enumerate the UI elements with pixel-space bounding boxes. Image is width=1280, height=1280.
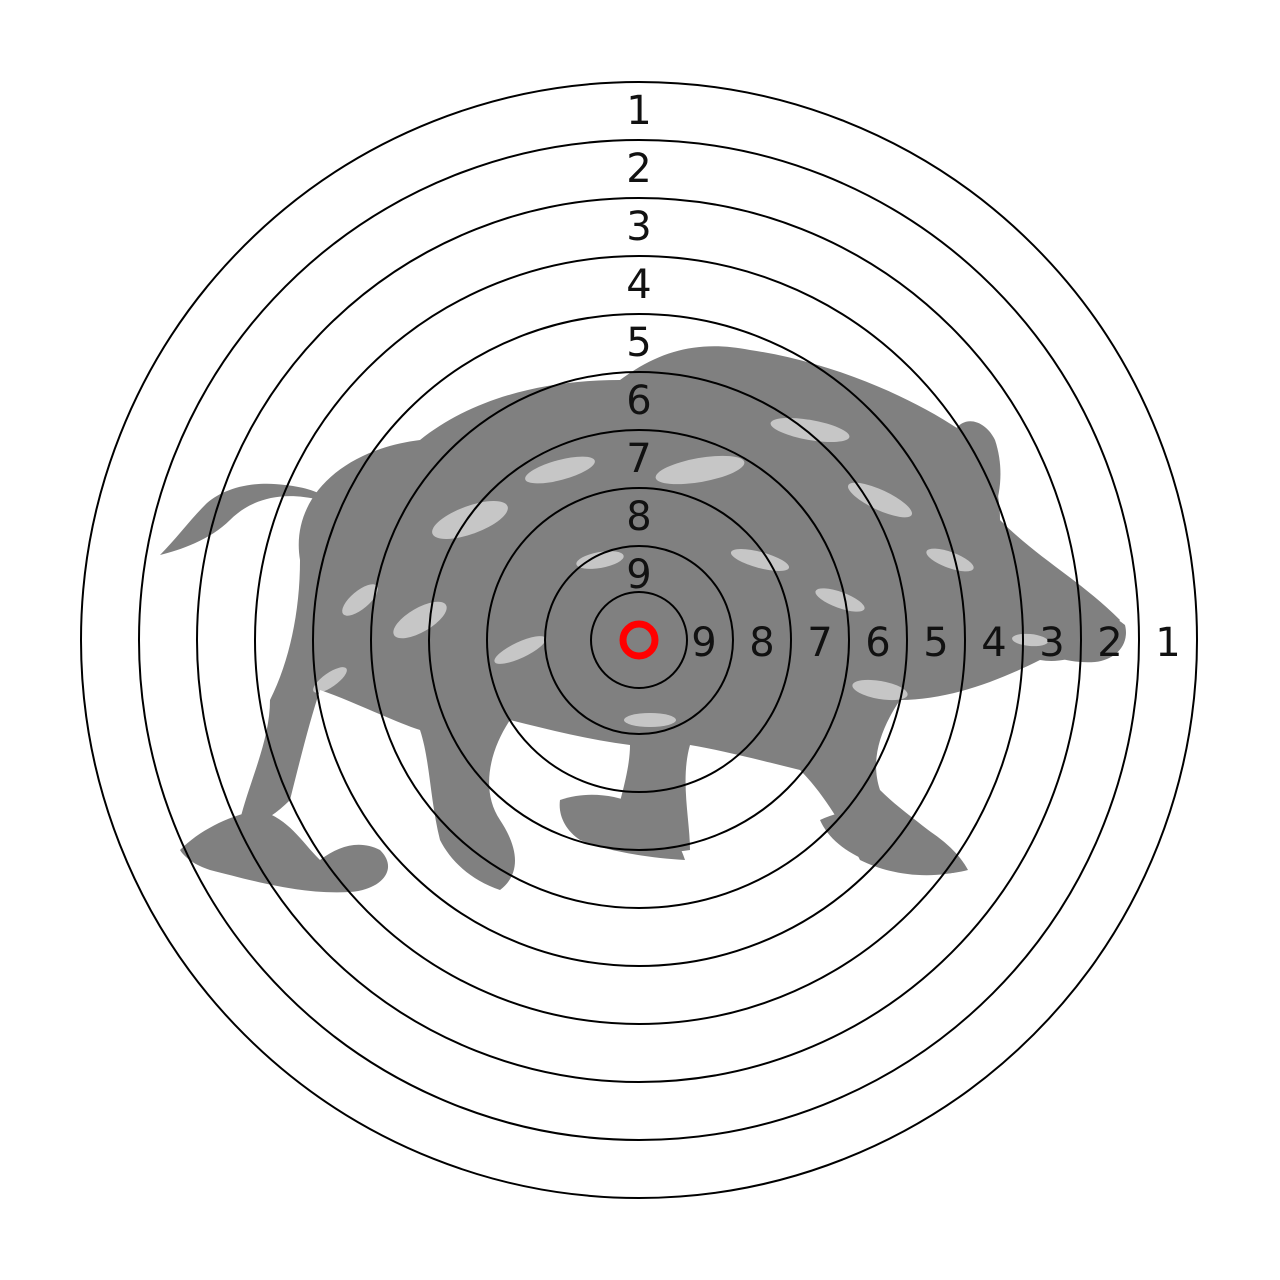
- score-label-top-1: 1: [626, 88, 651, 134]
- boar-body: [240, 346, 1120, 890]
- score-label-right-1: 1: [1155, 620, 1180, 666]
- score-label-right-5: 5: [923, 620, 948, 666]
- score-label-right-2: 2: [1097, 620, 1122, 666]
- boar-fur-texture: [313, 417, 1048, 727]
- boar-grass: [180, 810, 389, 893]
- boar-snout: [1020, 596, 1126, 663]
- score-label-right-7: 7: [807, 620, 832, 666]
- ring-7: [428, 429, 850, 851]
- ring-2: [138, 139, 1140, 1141]
- score-label-top-2: 2: [626, 146, 651, 192]
- ring-5: [312, 313, 966, 967]
- score-label-right-4: 4: [981, 620, 1006, 666]
- score-label-top-4: 4: [626, 262, 651, 308]
- score-label-top-6: 6: [626, 378, 651, 424]
- ring-8: [486, 487, 792, 793]
- score-labels-top: 1 2 3 4 5 6 7 8 9: [626, 88, 651, 598]
- bullseye-ring-icon: [619, 620, 659, 660]
- target-rings: [80, 81, 1198, 1199]
- boar-ear: [955, 421, 1001, 520]
- score-label-right-9: 9: [691, 620, 716, 666]
- score-label-top-7: 7: [626, 436, 651, 482]
- ring-4: [254, 255, 1024, 1025]
- score-label-top-8: 8: [626, 494, 651, 540]
- ring-3: [196, 197, 1082, 1083]
- score-label-top-5: 5: [626, 320, 651, 366]
- ring-1: [80, 81, 1198, 1199]
- score-label-top-9: 9: [626, 552, 651, 598]
- wild-boar-icon: [160, 346, 1126, 893]
- boar-tail: [160, 483, 330, 555]
- score-label-right-8: 8: [749, 620, 774, 666]
- ring-inner-10: [590, 591, 688, 689]
- score-label-right-6: 6: [865, 620, 890, 666]
- score-label-top-3: 3: [626, 204, 651, 250]
- ring-9: [544, 545, 734, 735]
- score-label-right-3: 3: [1039, 620, 1064, 666]
- ring-6: [370, 371, 908, 909]
